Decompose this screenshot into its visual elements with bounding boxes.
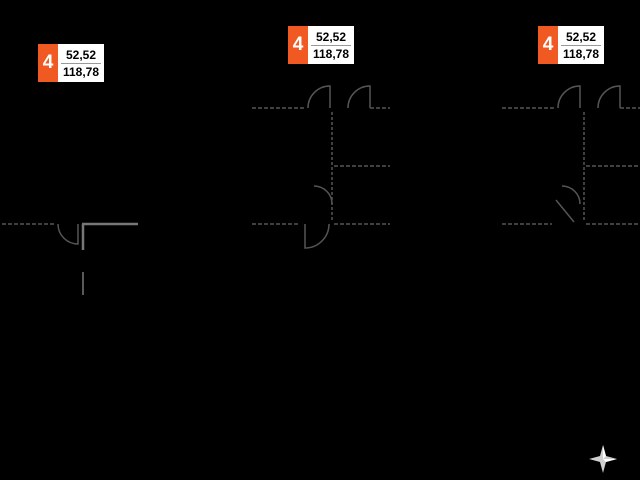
unit-label-right: 4 52,52 118,78 — [538, 26, 604, 64]
divider — [561, 44, 601, 46]
divider — [61, 62, 101, 64]
total-area: 118,78 — [562, 46, 600, 61]
unit-label-left: 4 52,52 118,78 — [38, 44, 104, 82]
door-swing — [561, 185, 581, 205]
living-area: 52,52 — [565, 29, 597, 44]
door-swing — [597, 85, 621, 109]
room-count: 4 — [38, 44, 58, 82]
door-swing — [555, 199, 575, 223]
area-values: 52,52 118,78 — [308, 26, 354, 64]
plan-middle — [252, 85, 390, 249]
door-swing — [347, 85, 371, 109]
compass-star-icon — [589, 445, 617, 473]
room-count: 4 — [538, 26, 558, 64]
total-area: 118,78 — [312, 46, 350, 61]
living-area: 52,52 — [65, 47, 97, 62]
plan-right — [502, 85, 640, 225]
room-count: 4 — [288, 26, 308, 64]
door-swing — [304, 223, 330, 249]
unit-label-middle: 4 52,52 118,78 — [288, 26, 354, 64]
door-swing — [313, 185, 333, 205]
door-swing — [557, 85, 581, 109]
living-area: 52,52 — [315, 29, 347, 44]
door-swing — [57, 223, 79, 245]
area-values: 52,52 118,78 — [58, 44, 104, 82]
divider — [311, 44, 351, 46]
plan-left — [2, 222, 138, 295]
area-values: 52,52 118,78 — [558, 26, 604, 64]
door-swing — [307, 85, 331, 109]
total-area: 118,78 — [62, 64, 100, 79]
